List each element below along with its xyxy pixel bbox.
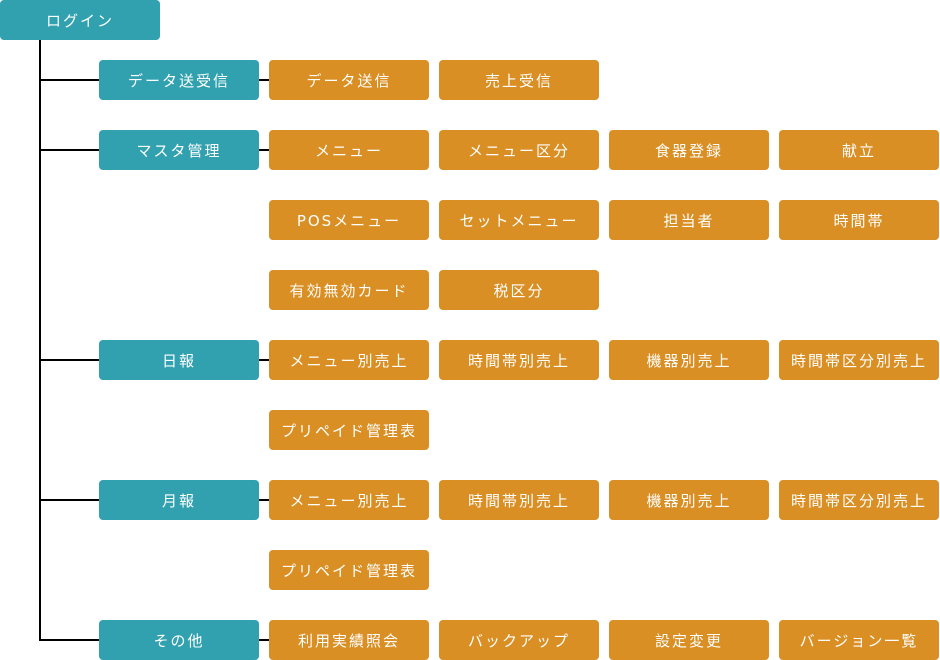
menu-item-node[interactable]: 設定変更 <box>609 620 769 660</box>
connector-line <box>259 359 269 361</box>
menu-item-node[interactable]: 担当者 <box>609 200 769 240</box>
connector-line <box>259 79 269 81</box>
menu-item-node[interactable]: 税区分 <box>439 270 599 310</box>
menu-item-node[interactable]: 機器別売上 <box>609 480 769 520</box>
menu-item-node[interactable]: 時間帯区分別売上 <box>779 340 939 380</box>
connector-line <box>39 79 99 81</box>
menu-item-node[interactable]: POSメニュー <box>269 200 429 240</box>
menu-item-node[interactable]: メニュー区分 <box>439 130 599 170</box>
menu-item-node[interactable]: 時間帯別売上 <box>439 340 599 380</box>
category-node[interactable]: その他 <box>99 620 259 660</box>
menu-item-node[interactable]: プリペイド管理表 <box>269 410 429 450</box>
connector-line <box>259 499 269 501</box>
menu-item-node[interactable]: 利用実績照会 <box>269 620 429 660</box>
menu-item-node[interactable]: 機器別売上 <box>609 340 769 380</box>
category-node[interactable]: データ送受信 <box>99 60 259 100</box>
menu-item-node[interactable]: 時間帯区分別売上 <box>779 480 939 520</box>
category-node[interactable]: 日報 <box>99 340 259 380</box>
menu-item-node[interactable]: 売上受信 <box>439 60 599 100</box>
menu-item-node[interactable]: 食器登録 <box>609 130 769 170</box>
connector-line <box>259 639 269 641</box>
root-login-node[interactable]: ログイン <box>0 0 160 40</box>
menu-item-node[interactable]: 献立 <box>779 130 939 170</box>
menu-item-node[interactable]: 有効無効カード <box>269 270 429 310</box>
menu-item-node[interactable]: データ送信 <box>269 60 429 100</box>
menu-item-node[interactable]: メニュー <box>269 130 429 170</box>
menu-item-node[interactable]: セットメニュー <box>439 200 599 240</box>
category-node[interactable]: 月報 <box>99 480 259 520</box>
connector-line <box>259 149 269 151</box>
connector-line <box>39 149 99 151</box>
connector-line <box>39 639 99 641</box>
menu-item-node[interactable]: プリペイド管理表 <box>269 550 429 590</box>
menu-item-node[interactable]: バックアップ <box>439 620 599 660</box>
menu-item-node[interactable]: 時間帯別売上 <box>439 480 599 520</box>
trunk-line <box>39 40 41 641</box>
menu-item-node[interactable]: メニュー別売上 <box>269 480 429 520</box>
connector-line <box>39 359 99 361</box>
category-node[interactable]: マスタ管理 <box>99 130 259 170</box>
connector-line <box>39 499 99 501</box>
menu-item-node[interactable]: バージョン一覧 <box>779 620 939 660</box>
menu-item-node[interactable]: メニュー別売上 <box>269 340 429 380</box>
menu-item-node[interactable]: 時間帯 <box>779 200 939 240</box>
